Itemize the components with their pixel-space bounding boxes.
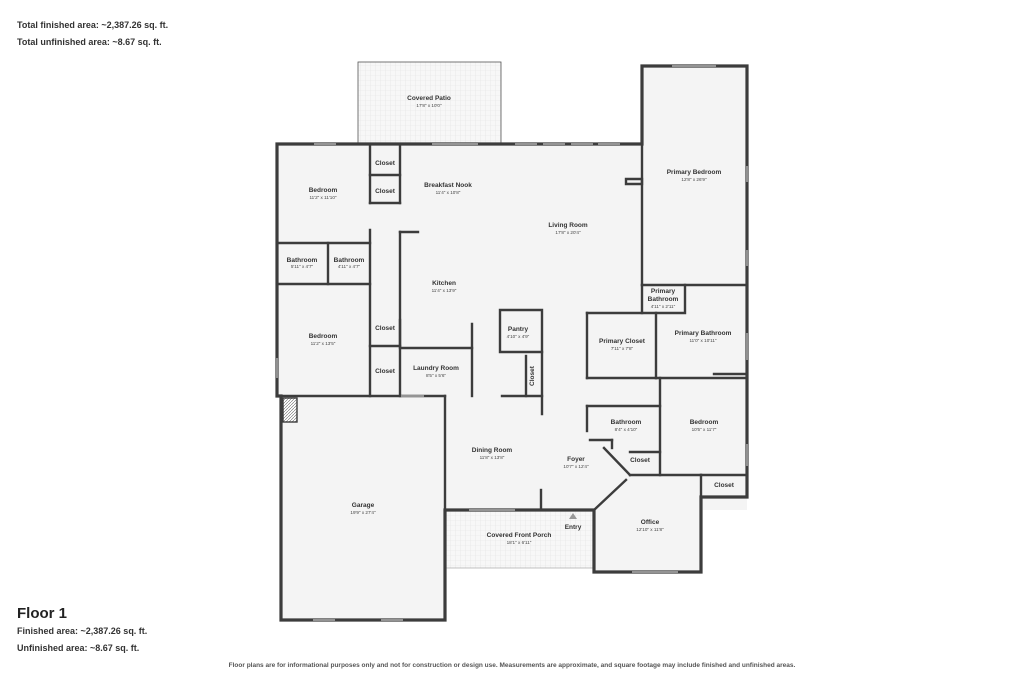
svg-text:Closet: Closet — [714, 482, 735, 489]
svg-text:10'5" x 11'7": 10'5" x 11'7" — [692, 427, 717, 432]
svg-text:Closet: Closet — [375, 160, 396, 167]
svg-text:Pantry: Pantry — [508, 326, 529, 333]
room-garage: Garage 19'9" x 27'4" — [350, 502, 376, 515]
room-covered-front-porch: Covered Front Porch 18'1" x 6'11" — [487, 532, 552, 545]
room-closet-2: Closet — [375, 188, 396, 195]
svg-text:7'11" x 7'8": 7'11" x 7'8" — [611, 346, 634, 351]
room-dining-room: Dining Room 11'8" x 13'8" — [472, 447, 513, 460]
svg-text:19'9" x 27'4": 19'9" x 27'4" — [350, 510, 376, 515]
svg-text:11'2" x 13'5": 11'2" x 13'5" — [311, 341, 336, 346]
svg-text:11'8" x 13'8": 11'8" x 13'8" — [480, 455, 505, 460]
room-bathroom-w2: Bathroom 4'11" x 4'7" — [334, 257, 365, 269]
svg-text:Bedroom: Bedroom — [309, 187, 338, 194]
room-primary-bedroom: Primary Bedroom 12'8" x 26'9" — [667, 169, 722, 182]
svg-text:Bathroom: Bathroom — [287, 257, 318, 264]
svg-text:12'8" x 26'9": 12'8" x 26'9" — [681, 177, 707, 182]
room-closet-1: Closet — [375, 160, 396, 167]
svg-text:Covered Front Porch: Covered Front Porch — [487, 532, 552, 539]
svg-text:10'7" x 12'4": 10'7" x 12'4" — [563, 464, 589, 469]
svg-text:Breakfast Nook: Breakfast Nook — [424, 182, 472, 189]
stair-hatch — [282, 397, 298, 423]
svg-text:Garage: Garage — [352, 502, 375, 509]
svg-text:Primary: Primary — [651, 288, 676, 295]
room-breakfast-nook: Breakfast Nook 11'4" x 10'8" — [424, 182, 472, 195]
svg-text:11'2" x 11'10": 11'2" x 11'10" — [309, 195, 336, 200]
room-covered-patio: Covered Patio 17'8" x 10'0" — [407, 95, 451, 108]
svg-text:Primary Bedroom: Primary Bedroom — [667, 169, 722, 176]
room-living-room: Living Room 17'8" x 20'4" — [548, 222, 588, 235]
svg-text:Office: Office — [641, 519, 660, 526]
svg-text:Closet: Closet — [375, 188, 396, 195]
svg-text:Living Room: Living Room — [548, 222, 588, 229]
total-unfinished-area: Total unfinished area: ~8.67 sq. ft. — [17, 37, 162, 47]
svg-text:17'8" x 20'4": 17'8" x 20'4" — [555, 230, 581, 235]
room-office: Office 12'10" x 11'8" — [636, 519, 664, 532]
svg-text:Kitchen: Kitchen — [432, 280, 456, 287]
covered-patio-area — [357, 61, 502, 145]
room-closet-7: Closet — [714, 482, 735, 489]
floor-title: Floor 1 — [17, 605, 68, 622]
interior-walls — [275, 142, 749, 512]
windows — [276, 65, 748, 621]
svg-text:11'4" x 10'8": 11'4" x 10'8" — [436, 190, 461, 195]
room-primary-bathroom-small: Primary Bathroom 4'11" x 2'11" — [648, 288, 679, 309]
svg-text:8'5" x 5'6": 8'5" x 5'6" — [426, 373, 446, 378]
room-bathroom-e: Bathroom 8'4" x 4'10" — [611, 419, 642, 432]
svg-text:Bedroom: Bedroom — [690, 419, 719, 426]
room-closet-4: Closet — [375, 368, 396, 375]
room-kitchen: Kitchen 11'4" x 13'9" — [432, 280, 457, 293]
room-bedroom-nw: Bedroom 11'2" x 11'10" — [309, 187, 338, 200]
svg-text:11'4" x 13'9": 11'4" x 13'9" — [432, 288, 457, 293]
svg-text:Bedroom: Bedroom — [309, 333, 338, 340]
svg-text:8'4" x 4'10": 8'4" x 4'10" — [615, 427, 638, 432]
room-primary-bathroom: Primary Bathroom 11'0" x 10'11" — [675, 330, 732, 343]
svg-text:Bathroom: Bathroom — [611, 419, 642, 426]
svg-text:4'11" x 2'11": 4'11" x 2'11" — [651, 304, 676, 309]
room-bedroom-e: Bedroom 10'5" x 11'7" — [690, 419, 719, 432]
svg-text:Covered Patio: Covered Patio — [407, 95, 451, 102]
floor-unfinished-area: Unfinished area: ~8.67 sq. ft. — [17, 643, 140, 653]
svg-text:Primary Closet: Primary Closet — [599, 338, 646, 345]
svg-text:Entry: Entry — [565, 524, 582, 531]
disclaimer: Floor plans are for informational purpos… — [228, 662, 796, 669]
svg-text:12'10" x 11'8": 12'10" x 11'8" — [636, 527, 664, 532]
floor-finished-area: Finished area: ~2,387.26 sq. ft. — [17, 626, 148, 636]
svg-text:11'0" x 10'11": 11'0" x 10'11" — [689, 338, 716, 343]
svg-text:5'11" x 4'7": 5'11" x 4'7" — [291, 264, 314, 269]
svg-text:Bathroom: Bathroom — [648, 296, 679, 303]
room-laundry-room: Laundry Room 8'5" x 5'6" — [413, 365, 459, 378]
room-primary-closet: Primary Closet 7'11" x 7'8" — [599, 338, 646, 351]
room-bathroom-w1: Bathroom 5'11" x 4'7" — [287, 257, 318, 269]
svg-text:4'10" x 4'9": 4'10" x 4'9" — [507, 334, 530, 339]
svg-text:Closet: Closet — [375, 368, 396, 375]
room-entry: Entry — [565, 524, 582, 531]
entry-arrow-icon — [569, 513, 577, 519]
svg-text:Closet: Closet — [630, 457, 651, 464]
room-closet-6: Closet — [630, 457, 651, 464]
room-closet-3: Closet — [375, 325, 396, 332]
room-bedroom-w: Bedroom 11'2" x 13'5" — [309, 333, 338, 346]
svg-text:Laundry Room: Laundry Room — [413, 365, 459, 372]
front-porch-area — [444, 509, 594, 569]
svg-text:4'11" x 4'7": 4'11" x 4'7" — [338, 264, 361, 269]
svg-text:Dining Room: Dining Room — [472, 447, 513, 454]
svg-text:Bathroom: Bathroom — [334, 257, 365, 264]
svg-text:Closet: Closet — [375, 325, 396, 332]
svg-text:Primary Bathroom: Primary Bathroom — [675, 330, 732, 337]
room-closet-5: Closet — [529, 365, 536, 386]
svg-text:18'1" x 6'11": 18'1" x 6'11" — [507, 540, 532, 545]
room-foyer: Foyer 10'7" x 12'4" — [563, 456, 589, 469]
floor-fill — [277, 66, 747, 620]
svg-text:Foyer: Foyer — [567, 456, 585, 463]
svg-text:Closet: Closet — [529, 365, 536, 386]
room-pantry: Pantry 4'10" x 4'9" — [507, 326, 530, 339]
total-finished-area: Total finished area: ~2,387.26 sq. ft. — [17, 20, 169, 30]
svg-text:17'8" x 10'0": 17'8" x 10'0" — [416, 103, 442, 108]
